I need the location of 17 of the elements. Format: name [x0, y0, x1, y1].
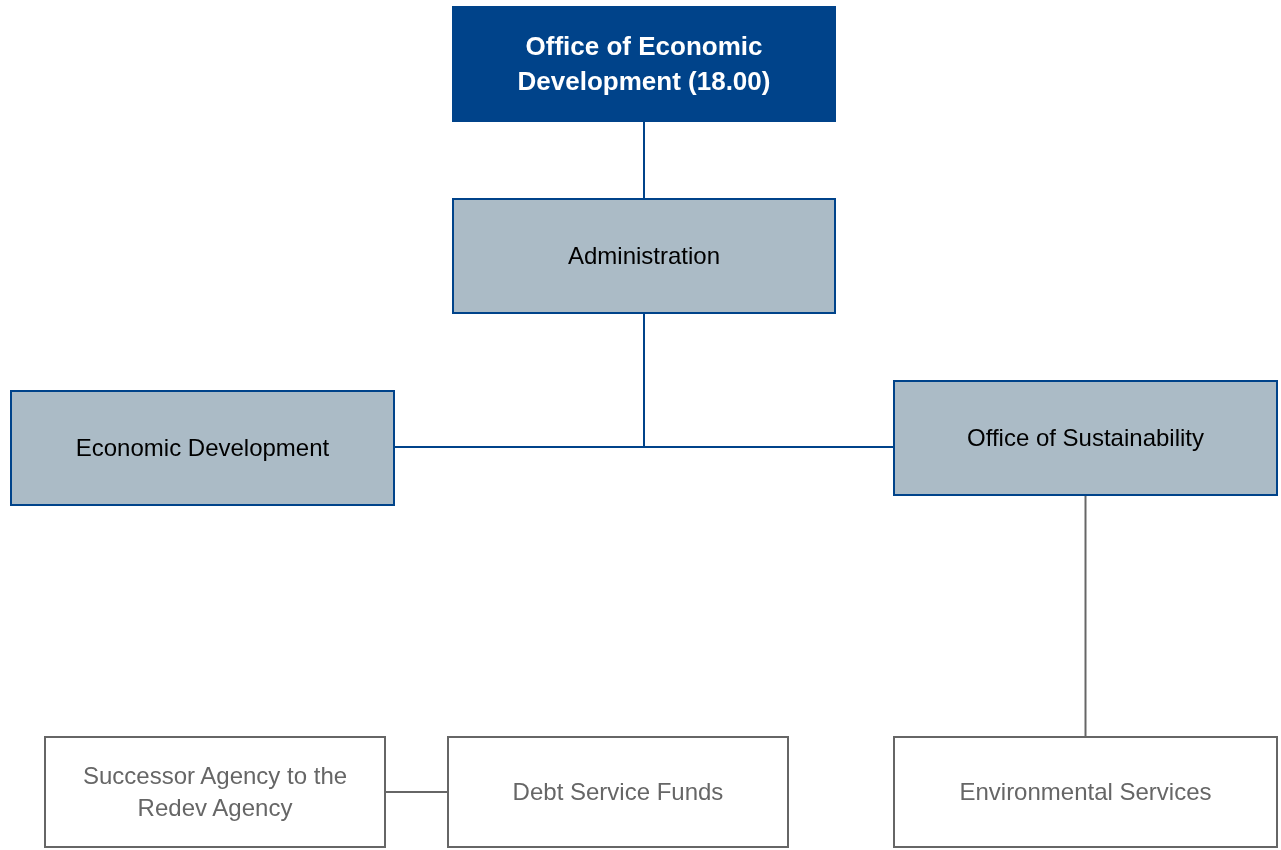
box-label: Successor Agency to the Redev Agency [81, 760, 349, 823]
org-box [452, 198, 836, 314]
org-box [893, 736, 1278, 848]
box-label: Office of Economic Development (18.00) [516, 29, 772, 98]
org-box [893, 380, 1278, 496]
connector-line [643, 121, 645, 199]
box-label: Debt Service Funds [511, 776, 725, 807]
org-box [452, 6, 836, 122]
box-label: Environmental Services [958, 776, 1213, 807]
box-label: Office of Sustainability [966, 422, 1205, 453]
box-label: Administration [566, 240, 722, 271]
org-box [44, 736, 386, 848]
connector-line [385, 791, 448, 793]
box-label: Economic Development [74, 432, 331, 463]
org-box [10, 390, 395, 506]
connector-line [1084, 495, 1087, 737]
org-box [447, 736, 789, 848]
